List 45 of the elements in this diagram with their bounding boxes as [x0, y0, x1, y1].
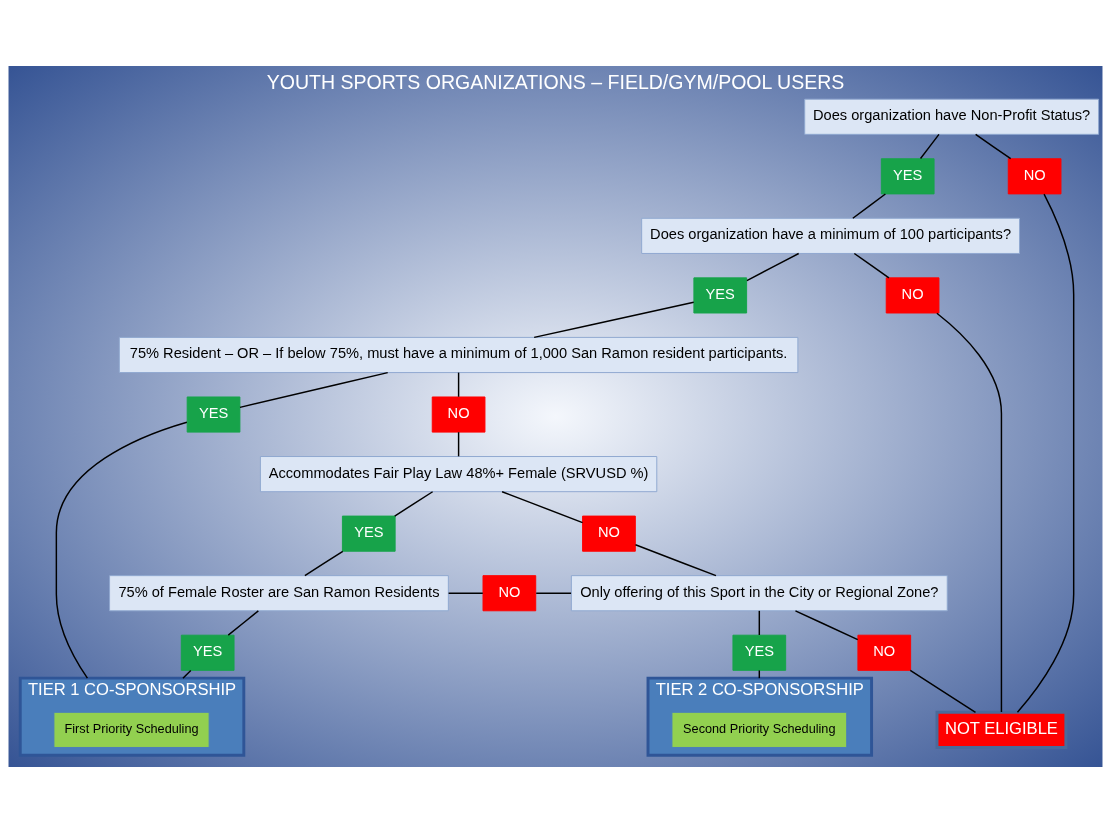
node-box: YES	[732, 634, 787, 671]
connector	[304, 550, 344, 577]
node-box: Does organization have a minimum of 100 participants?	[641, 217, 1020, 254]
connector	[55, 421, 188, 679]
connector	[1016, 193, 1075, 713]
node-box: NOT ELIGIBLE	[935, 710, 1068, 749]
connector	[501, 491, 584, 524]
connector	[919, 133, 940, 160]
connector	[533, 301, 695, 339]
node-box: NO	[857, 634, 912, 671]
node-box: NO	[482, 575, 537, 612]
node-box: Only offering of this Sport in the City or Regional Zone?	[570, 575, 948, 612]
node-box: YES	[180, 634, 235, 671]
connector	[182, 669, 192, 679]
node-box: 75% Resident – OR – If below 75%, must have a minimum of 1,000 San Ramon resident participants.	[118, 336, 799, 374]
connector	[457, 371, 460, 398]
connector	[936, 312, 1003, 713]
node-box: Does organization have Non-Profit Status?	[804, 98, 1100, 135]
connector	[853, 252, 890, 279]
node-box: NO	[885, 277, 940, 314]
node-box: YES	[186, 396, 241, 433]
node-box: Second Priority Scheduling	[671, 711, 848, 748]
node-box: YES	[880, 158, 935, 195]
connector	[239, 371, 389, 409]
connector	[634, 544, 717, 577]
diagram-title: YOUTH SPORTS ORGANIZATIONS – FIELD/GYM/POOL USERS	[266, 71, 845, 94]
connector	[447, 592, 484, 594]
connector	[535, 592, 572, 594]
connector	[227, 610, 260, 636]
connector	[457, 431, 460, 458]
connector	[974, 133, 1012, 160]
node-box: Accommodates Fair Play Law 48%+ Female (SRVUSD %)	[259, 456, 658, 493]
connector	[746, 252, 800, 282]
node-box: First Priority Scheduling	[53, 711, 210, 748]
node-box: YES	[341, 515, 396, 552]
connector	[852, 193, 887, 219]
node-box: YES	[693, 277, 748, 314]
node-box: NO	[1007, 158, 1062, 195]
node-box: NO	[431, 396, 486, 433]
node-box: 75% of Female Roster are San Ramon Residents	[109, 575, 449, 612]
connector	[393, 491, 434, 517]
connector	[794, 610, 859, 641]
node-box: NO	[582, 515, 636, 552]
connector	[909, 669, 977, 713]
connector	[758, 610, 761, 636]
